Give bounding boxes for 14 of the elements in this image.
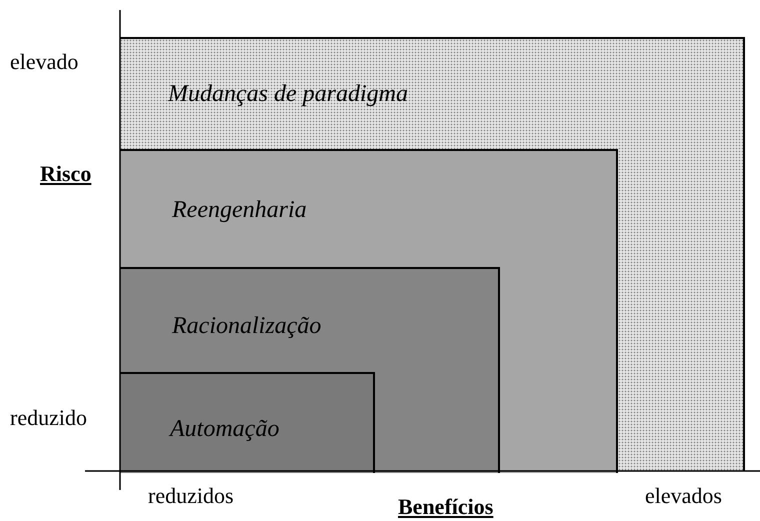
axis-title: Risco [40, 161, 92, 187]
axis-tick-label: elevado [10, 49, 78, 75]
axis-tick-label: reduzido [10, 405, 87, 431]
category-label: Reengenharia [172, 197, 307, 224]
category-box [120, 149, 618, 473]
category-label: Automação [170, 416, 280, 443]
category-box [120, 267, 500, 473]
axis-title: Benefícios [398, 494, 494, 520]
axis-tick-label: elevados [645, 483, 722, 509]
category-label: Mudanças de paradigma [168, 81, 408, 108]
axis-tick-label: reduzidos [148, 483, 234, 509]
category-box [120, 372, 375, 473]
category-label: Racionalização [172, 313, 322, 340]
category-box [120, 37, 745, 471]
